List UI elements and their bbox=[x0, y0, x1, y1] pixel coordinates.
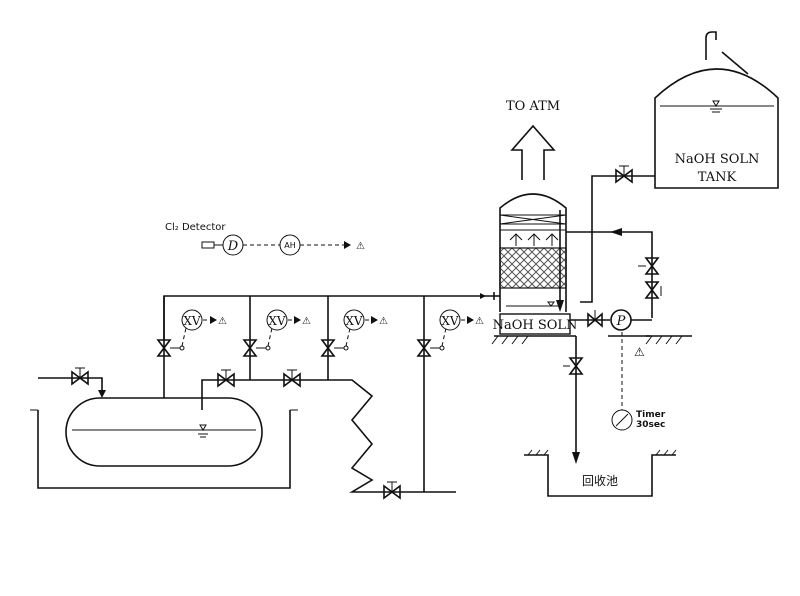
packing-bed bbox=[499, 247, 567, 289]
detector-symbol: D bbox=[227, 239, 239, 254]
check-valve-icon bbox=[644, 281, 662, 299]
pump-label: P bbox=[616, 314, 626, 329]
vaporizer-line bbox=[201, 369, 456, 500]
tank-label-line1: NaOH SOLN bbox=[675, 152, 760, 167]
xv-label-4: XV bbox=[441, 314, 459, 328]
pump-suction-valve-icon[interactable] bbox=[587, 310, 603, 328]
timer-label-line2: 30sec bbox=[636, 420, 665, 430]
xv-alarm-icon-2: ⚠ bbox=[302, 316, 311, 327]
drain-line bbox=[563, 336, 584, 464]
drain-valve-icon[interactable] bbox=[563, 357, 584, 375]
xv-valve-2[interactable]: XV ⚠ bbox=[242, 296, 311, 380]
xv-valve-group: XV ⚠ XV ⚠ XV ⚠ bbox=[156, 296, 484, 492]
alarm-high-label: AH bbox=[284, 241, 296, 250]
xv-alarm-icon-1: ⚠ bbox=[218, 316, 227, 327]
exhaust-arrow-icon bbox=[510, 124, 556, 180]
tank-inlet-valve-icon[interactable] bbox=[71, 367, 89, 386]
xv-valve-3[interactable]: XV ⚠ bbox=[320, 296, 388, 380]
xv-alarm-icon-3: ⚠ bbox=[379, 316, 388, 327]
xv-label-2: XV bbox=[268, 314, 286, 328]
detector-alarm-icon: ⚠ bbox=[356, 241, 365, 252]
cl2-detector-label: Cl₂ Detector bbox=[165, 222, 226, 233]
line-valve-c-icon[interactable] bbox=[383, 481, 401, 500]
circulation-pump: P ⚠ bbox=[570, 309, 692, 359]
xv-valve-4[interactable]: XV ⚠ bbox=[416, 296, 484, 492]
recovery-pit: 回收池 bbox=[524, 449, 677, 497]
cl2-detector: Cl₂ Detector D AH ⚠ bbox=[165, 222, 365, 256]
recirc-valve-icon[interactable] bbox=[638, 257, 660, 275]
storage-tank bbox=[65, 397, 263, 467]
xv-label-3: XV bbox=[345, 314, 363, 328]
pump-alarm-icon: ⚠ bbox=[634, 345, 645, 359]
timer-label-line1: Timer bbox=[636, 410, 666, 420]
tank-outlet-line bbox=[580, 165, 655, 303]
tank-outlet-valve-icon[interactable] bbox=[615, 165, 633, 184]
to-atm-label: TO ATM bbox=[506, 99, 560, 114]
recovery-pit-label: 回收池 bbox=[582, 474, 618, 488]
chlorine-storage-area bbox=[30, 367, 298, 489]
timer: Timer 30sec bbox=[611, 332, 666, 431]
scrubber-sump-label: NaOH SOLN bbox=[493, 318, 578, 333]
xv-alarm-icon-4: ⚠ bbox=[475, 316, 484, 327]
line-valve-a-icon[interactable] bbox=[217, 369, 235, 388]
naoh-solution-tank: NaOH SOLN TANK bbox=[654, 31, 779, 189]
xv-label-1: XV bbox=[183, 314, 201, 328]
xv-valve-1[interactable]: XV ⚠ bbox=[156, 296, 227, 357]
recirculation-loop bbox=[556, 210, 662, 318]
tank-label-line2: TANK bbox=[698, 170, 737, 185]
scrubber-tower: TO ATM NaOH SOLN bbox=[491, 99, 578, 345]
line-valve-b-icon[interactable] bbox=[283, 369, 301, 388]
